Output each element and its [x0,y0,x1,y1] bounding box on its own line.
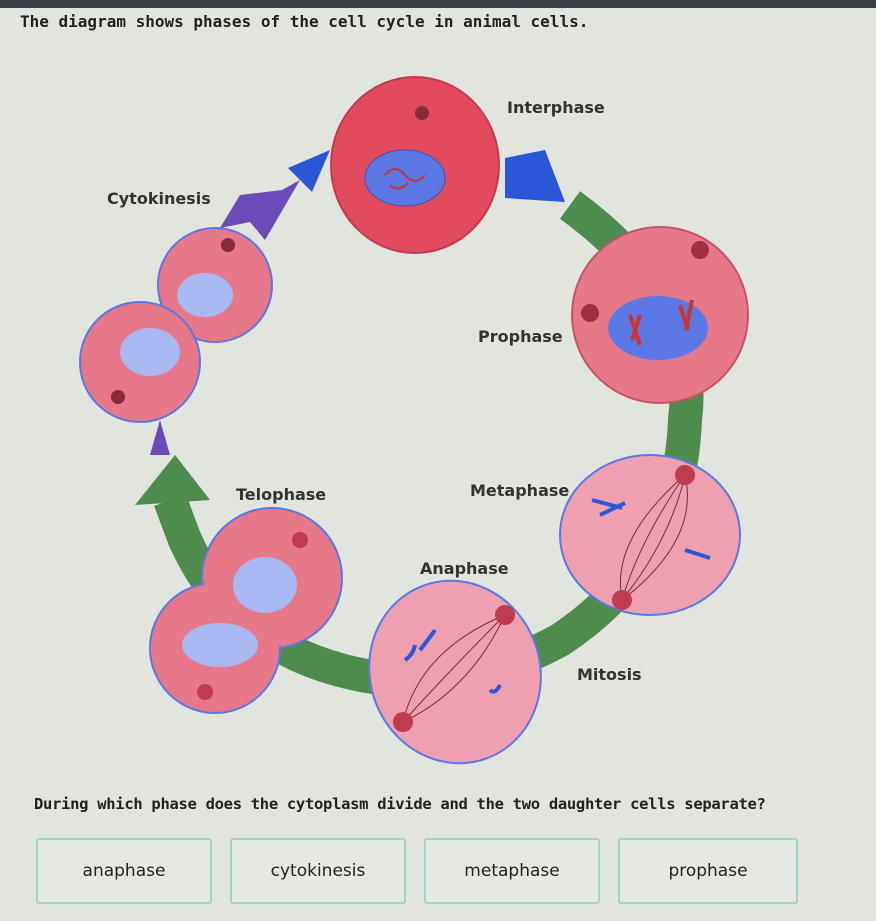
metaphase-cell [559,454,741,616]
ring-arrowhead [135,455,210,505]
cell-cycle-diagram: Interphase Cytokinesis Prophase Metaphas… [79,76,749,765]
cytokinesis-cells [79,227,273,423]
choice-anaphase[interactable]: anaphase [36,838,212,904]
question-text: During which phase does the cytoplasm di… [34,795,766,813]
blue-arrow-right [505,150,565,202]
label-mitosis: Mitosis [577,665,642,684]
interphase-cell [330,76,500,254]
anaphase-cell [368,579,542,765]
purple-arrow-up [150,420,170,455]
top-bar [0,0,876,8]
choice-metaphase[interactable]: metaphase [424,838,600,904]
choice-prophase[interactable]: prophase [618,838,798,904]
label-metaphase: Metaphase [470,481,569,500]
choice-cytokinesis[interactable]: cytokinesis [230,838,406,904]
label-prophase: Prophase [478,327,563,346]
answer-choices: anaphase cytokinesis metaphase prophase [36,838,798,904]
telophase-cell [149,507,343,714]
purple-arrow-interphase [220,180,300,240]
label-telophase: Telophase [236,485,326,504]
blue-arrow-left [288,150,330,192]
label-interphase: Interphase [507,98,605,117]
label-anaphase: Anaphase [420,559,509,578]
label-cytokinesis: Cytokinesis [107,189,211,208]
prophase-cell [571,226,749,404]
prompt-text: The diagram shows phases of the cell cyc… [20,12,589,31]
